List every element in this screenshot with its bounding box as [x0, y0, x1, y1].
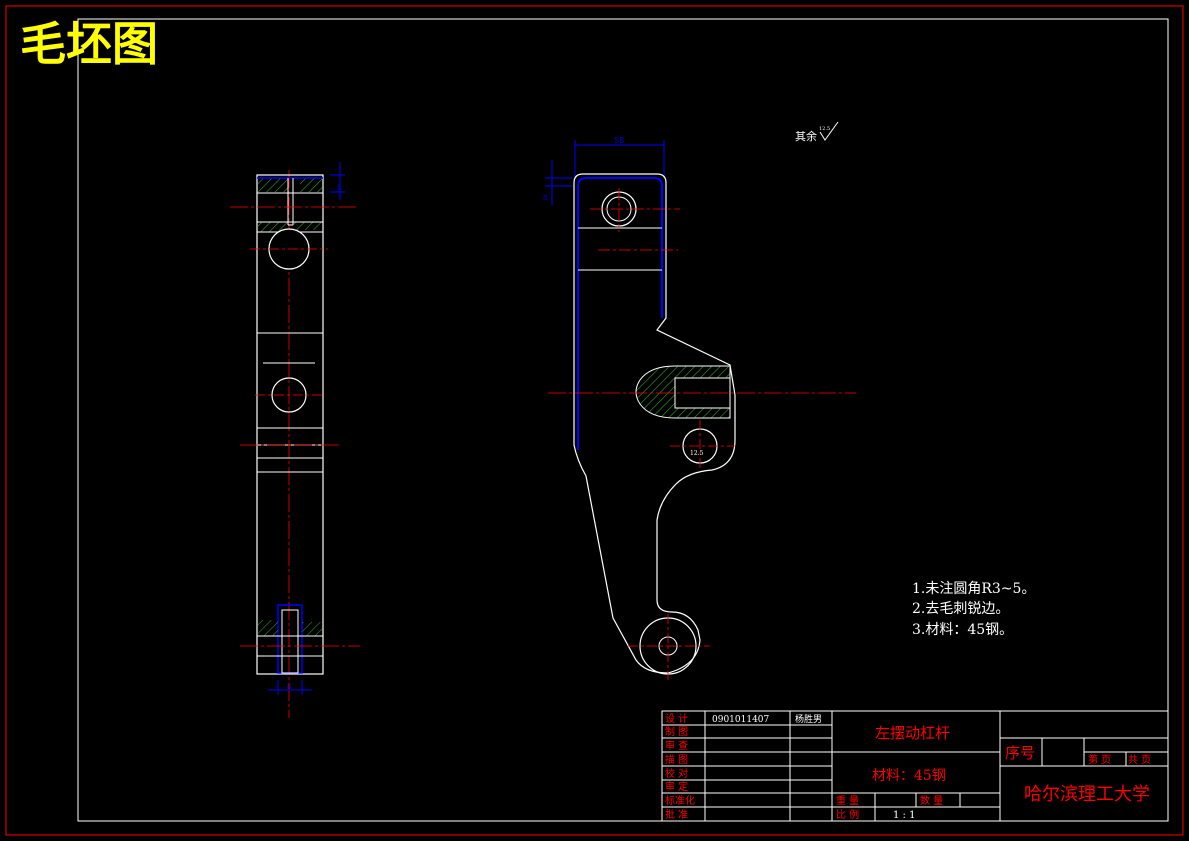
- weight-label: 重 量: [836, 794, 859, 807]
- drawing-frame: [77, 18, 1169, 822]
- scale-value: 1 : 1: [893, 810, 915, 821]
- student-id: 0901011407: [712, 715, 770, 725]
- role-trace: 描 图: [665, 753, 688, 766]
- technical-notes: 1.未注圆角R3~5。 2.去毛刺锐边。 3.材料：45钢。: [912, 581, 1035, 638]
- role-review: 审 查: [665, 739, 688, 752]
- role-draw: 制 图: [665, 725, 688, 738]
- serial-label: 序号: [1005, 744, 1035, 762]
- note-1: 1.未注圆角R3~5。: [912, 581, 1035, 597]
- role-design: 设 计: [665, 712, 688, 725]
- role-standard: 标准化: [665, 794, 695, 807]
- front-dim-small: 8: [543, 194, 547, 202]
- sheet-label: 第 页: [1088, 753, 1111, 766]
- sheet-border: [5, 5, 1184, 836]
- side-view: 8 6: [230, 162, 360, 718]
- designer-name: 杨胜男: [795, 713, 822, 725]
- roughness-symbol-icon: [819, 121, 839, 141]
- side-dim-top: 8: [337, 184, 341, 192]
- title-block: 设 计 制 图 审 查 描 图 校 对 审 定 标准化 批 准 09010114…: [661, 710, 1169, 822]
- total-label: 共 页: [1128, 754, 1151, 766]
- hole-roughness: 12.5: [690, 450, 704, 457]
- scale-label: 比 例: [836, 808, 859, 821]
- front-view: 58 8 12.5: [543, 136, 856, 680]
- role-approve: 批 准: [665, 808, 688, 821]
- surface-note: 其余: [795, 129, 817, 143]
- surface-roughness: 12.5: [819, 126, 830, 132]
- front-dim-width: 58: [614, 136, 624, 145]
- note-2: 2.去毛刺锐边。: [912, 601, 1009, 617]
- drawing-title: 毛坯图: [20, 17, 158, 71]
- role-check: 校 对: [665, 767, 688, 780]
- role-approve-stage: 审 定: [665, 780, 688, 793]
- note-3: 3.材料：45钢。: [912, 622, 1013, 638]
- side-dim-bottom: 6: [287, 683, 292, 691]
- school-name: 哈尔滨理工大学: [1024, 784, 1150, 805]
- material: 材料：45钢: [872, 768, 946, 784]
- quantity-label: 数 量: [920, 794, 943, 807]
- part-name: 左摆动杠杆: [875, 724, 950, 742]
